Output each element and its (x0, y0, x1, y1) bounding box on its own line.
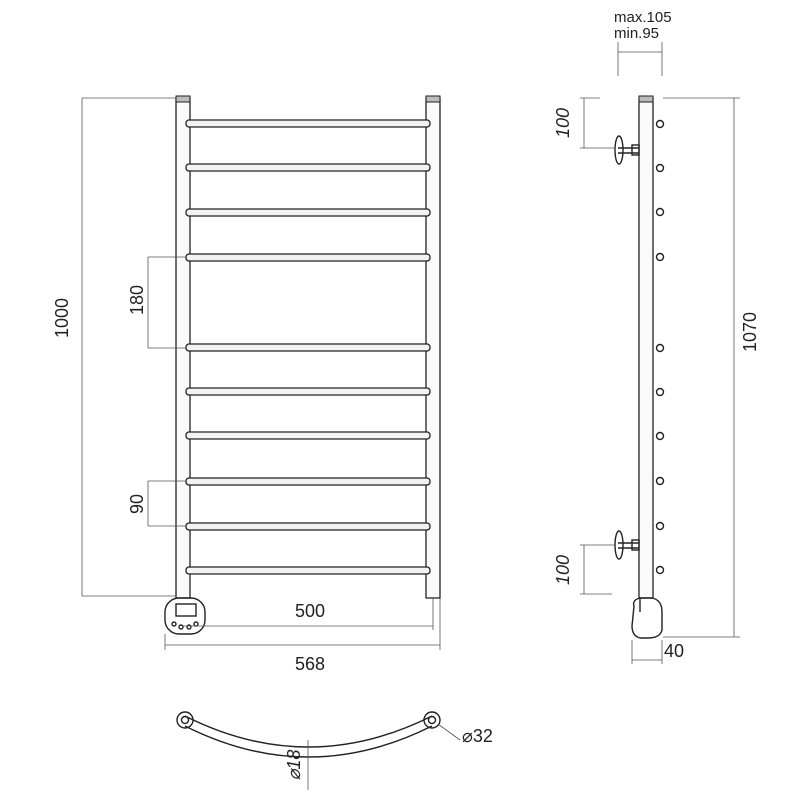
side-view: max.105 min.95 (553, 9, 760, 664)
dim-bracket-top-100: 100 (553, 108, 573, 138)
bar-10 (185, 566, 431, 575)
dim-width-568: 568 (295, 654, 325, 674)
left-rail-cap (175, 95, 191, 103)
dim-rail-diameter: ⌀32 (462, 726, 493, 746)
side-heater (631, 597, 663, 639)
bottom-bracket (614, 530, 640, 560)
heater-controller (164, 597, 206, 635)
dim-spacing-90: 90 (127, 494, 147, 514)
dim-height-1000: 1000 (52, 298, 72, 338)
bar-6 (185, 387, 431, 396)
bar-4 (185, 253, 431, 262)
bar-5 (185, 343, 431, 352)
top-right-rail (423, 711, 441, 729)
bar-1 (185, 119, 431, 128)
dim-spacing-180: 180 (127, 285, 147, 315)
bar-8 (185, 477, 431, 486)
side-rail (638, 97, 654, 599)
dim-bracket-bottom-100: 100 (553, 555, 573, 585)
bar-7 (185, 431, 431, 440)
top-bracket (614, 135, 640, 165)
bar-2 (185, 163, 431, 172)
horizontal-bars (185, 119, 431, 575)
top-view: ⌀18 ⌀32 (176, 711, 493, 790)
curved-bar-inner (184, 725, 433, 758)
dim-height-1070: 1070 (740, 312, 760, 352)
top-left-rail (176, 711, 194, 729)
bar-9 (185, 522, 431, 531)
bar-3 (185, 208, 431, 217)
dim-offset-max: max.105 (614, 9, 672, 26)
front-view: 1000 180 90 500 568 (52, 95, 441, 674)
dim-bar-diameter: ⌀18 (284, 750, 304, 781)
dim-width-500: 500 (295, 601, 325, 621)
dim-offset-min: min.95 (614, 25, 659, 42)
dim-depth-40: 40 (664, 641, 684, 661)
right-rail-cap (425, 95, 441, 103)
side-bar-ends (655, 119, 665, 575)
